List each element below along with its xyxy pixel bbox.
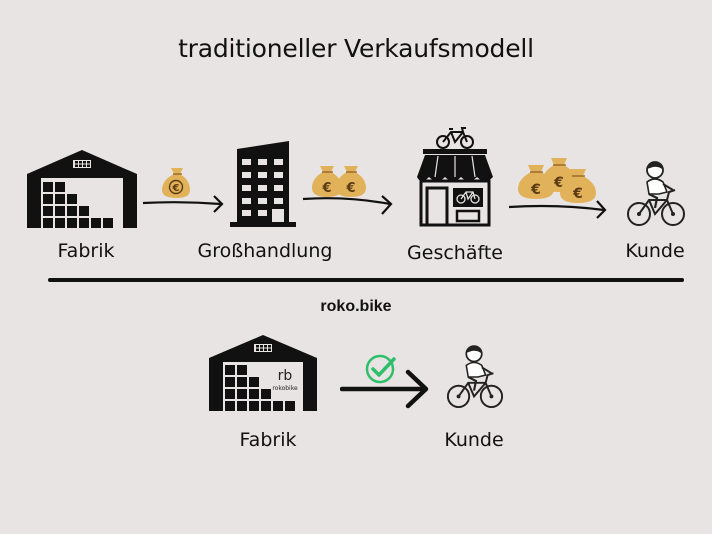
factory-icon	[27, 148, 137, 230]
child-on-bicycle-icon	[445, 343, 505, 413]
money-bag-icon: €	[518, 165, 554, 199]
check-icon	[365, 354, 396, 384]
svg-text:€: €	[553, 175, 564, 191]
direct-flow-arrow	[340, 352, 432, 412]
money-bag-icon: €	[312, 166, 342, 197]
svg-text:€: €	[530, 182, 541, 198]
office-building-icon	[228, 141, 298, 229]
page-title: traditioneller Verkaufsmodell	[178, 34, 534, 63]
node-label-kunde: Kunde	[625, 240, 685, 262]
money-bag-icon: €	[336, 166, 366, 197]
flow-arrow-2: € €	[302, 160, 394, 218]
node-label-kunde-direct: Kunde	[444, 429, 504, 451]
money-bag-icon: €	[162, 168, 190, 198]
section-divider	[48, 278, 684, 282]
roko-bike-logo: rb rokobike	[272, 368, 298, 392]
svg-text:rb: rb	[278, 368, 293, 384]
svg-text:€: €	[345, 181, 355, 196]
node-label-grosshandlung: Großhandlung	[197, 240, 333, 262]
flow-arrow-1: €	[142, 164, 226, 218]
factory-roko-bike-icon: rb rokobike	[209, 334, 317, 412]
brand-label: roko.bike	[320, 298, 392, 315]
bike-shop-icon	[413, 125, 497, 229]
svg-text:rokobike: rokobike	[272, 385, 298, 392]
node-label-fabrik: Fabrik	[57, 240, 115, 262]
svg-text:€: €	[321, 181, 331, 196]
money-bag-icon: €	[560, 169, 596, 203]
node-label-fabrik-direct: Fabrik	[239, 429, 297, 451]
svg-text:€: €	[172, 183, 180, 194]
node-label-geschaefte: Geschäfte	[407, 242, 503, 264]
child-on-bicycle-icon	[625, 160, 687, 230]
svg-text:€: €	[572, 186, 583, 202]
flow-arrow-3: € € €	[508, 155, 610, 223]
